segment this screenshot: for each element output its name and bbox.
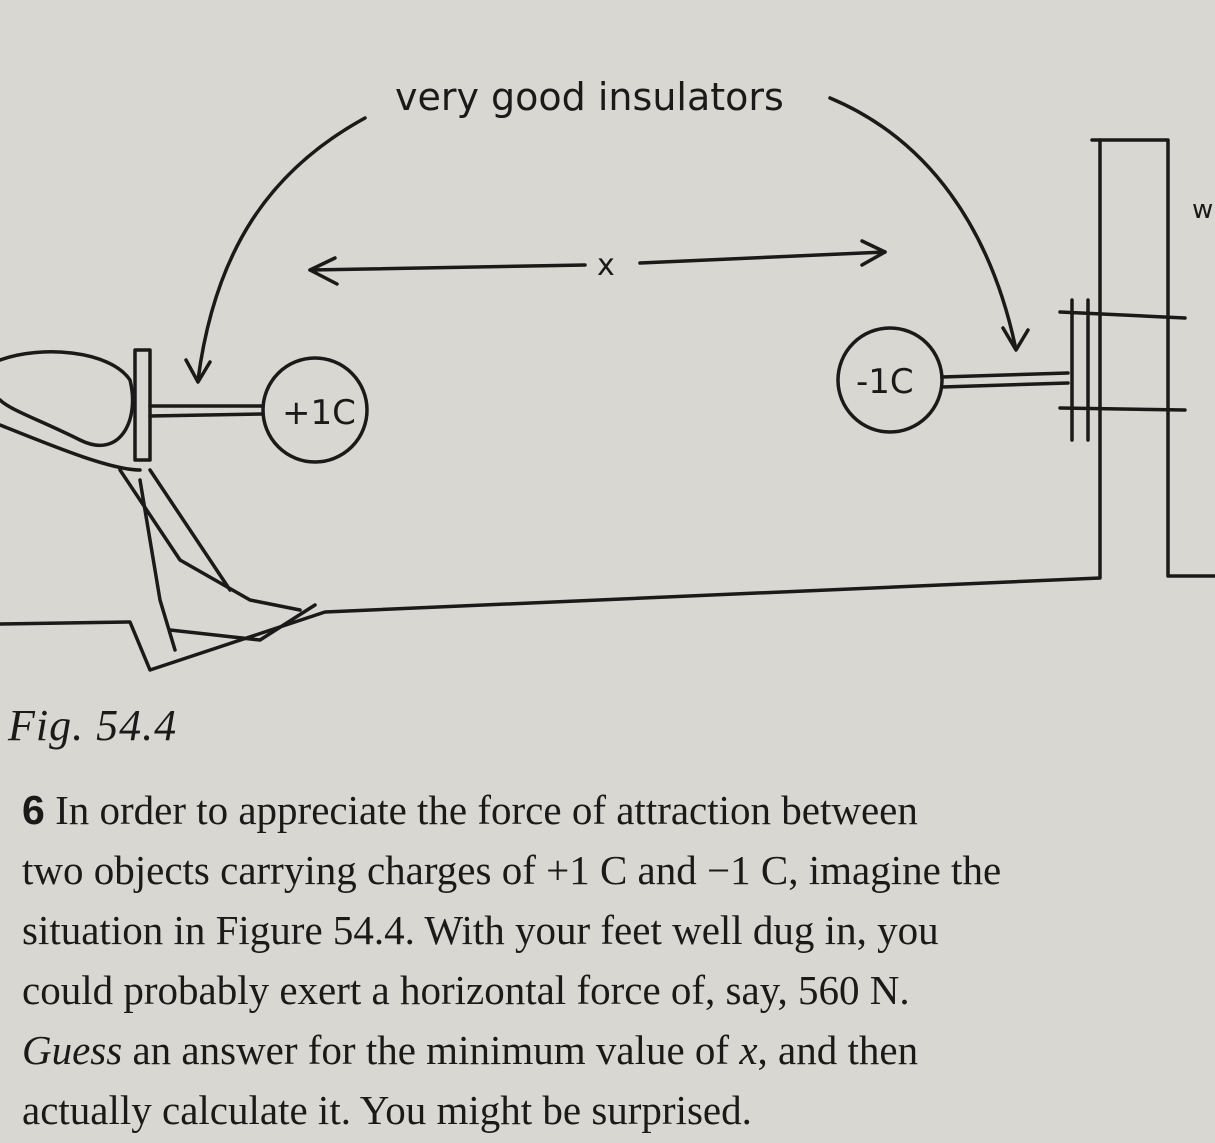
question-line-4: could probably exert a horizontal force … (22, 967, 910, 1013)
guess-word: Guess (22, 1027, 123, 1073)
figure-caption: Fig. 54.4 (8, 701, 178, 750)
insulator-arrow-left (196, 116, 367, 382)
wall (1090, 138, 1215, 578)
sphere-negative (836, 326, 944, 434)
question-line-2: two objects carrying charges of +1 C and… (22, 847, 1002, 893)
charge-label-negative: -1C (856, 362, 914, 402)
distance-label: x (597, 248, 615, 283)
question-6: 6 In order to appreciate the force of at… (22, 780, 1212, 1140)
question-line-5: Guess an answer for the minimum value of… (22, 1027, 919, 1073)
sphere-positive (261, 356, 369, 464)
insulating-rod-left (148, 404, 265, 418)
question-line-1: 6 In order to appreciate the force of at… (22, 787, 918, 833)
insulators-label: very good insulators (395, 75, 784, 119)
figure-54-4: very good insulators x +1C -1C w (0, 75, 1215, 672)
wall-clamp (1058, 298, 1187, 442)
question-line-6: actually calculate it. You might be surp… (22, 1087, 752, 1133)
ground-line (0, 138, 1102, 672)
insulating-rod-right (940, 371, 1070, 389)
variable-x: x (739, 1027, 758, 1073)
insulator-arrow-right (828, 96, 1017, 347)
question-line-3: situation in Figure 54.4. With your feet… (22, 907, 939, 953)
wall-label: w (1192, 195, 1213, 225)
charge-label-positive: +1C (282, 393, 356, 433)
person-figure (0, 348, 317, 652)
distance-arrow (308, 250, 887, 272)
question-number: 6 (22, 787, 45, 833)
